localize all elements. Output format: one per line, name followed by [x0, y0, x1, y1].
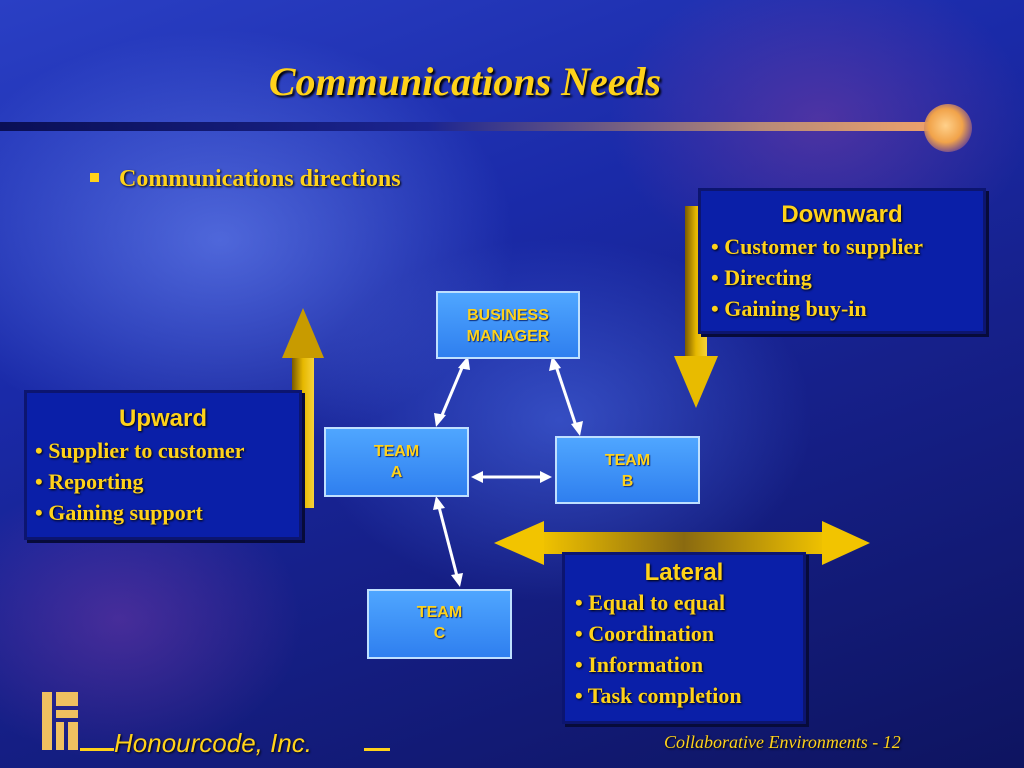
- node-label: TEAM: [416, 604, 463, 621]
- team-b-node: TEAM B: [555, 436, 700, 504]
- downward-item: • Directing: [711, 265, 812, 290]
- business-manager-node: BUSINESS MANAGER: [436, 291, 580, 359]
- upward-panel: Upward • Supplier to customer • Reportin…: [24, 390, 302, 540]
- slide-title: Communications Needs: [268, 59, 662, 104]
- lateral-panel: Lateral • Equal to equal • Coordination …: [562, 552, 806, 724]
- downward-panel: Downward • Customer to supplier • Direct…: [698, 188, 986, 334]
- lateral-arrow-icon: [494, 521, 870, 565]
- node-connectors: [433, 356, 583, 587]
- slide-footer-label: Collaborative Environments - 12: [664, 732, 901, 752]
- upward-item: • Supplier to customer: [35, 438, 245, 463]
- downward-item: • Gaining buy-in: [711, 296, 867, 321]
- node-label: MANAGER: [466, 328, 550, 345]
- company-name: Honourcode, Inc.: [114, 728, 313, 758]
- team-c-node: TEAM C: [367, 589, 512, 659]
- bullet-item: Communications directions: [90, 166, 401, 193]
- team-a-node: TEAM A: [324, 427, 469, 497]
- node-label: A: [390, 464, 403, 481]
- node-label: BUSINESS: [467, 307, 549, 324]
- upward-item: • Reporting: [35, 469, 144, 494]
- lateral-heading: Lateral: [644, 559, 724, 586]
- node-label: TEAM: [604, 452, 651, 469]
- node-label: C: [433, 625, 446, 642]
- footer-underline-right: [364, 748, 390, 751]
- downward-item: • Customer to supplier: [711, 234, 924, 259]
- connector-team-a-team-c: [436, 502, 460, 581]
- footer-underline-left: [80, 748, 114, 751]
- square-bullet-icon: [90, 173, 99, 182]
- lateral-item: • Information: [575, 652, 704, 677]
- title-divider: [0, 122, 950, 131]
- lateral-item: • Task completion: [575, 683, 742, 708]
- connector-manager-team-a: [438, 362, 466, 421]
- orb-decoration: [924, 104, 972, 152]
- company-logo-icon: [42, 692, 78, 750]
- lateral-item: • Coordination: [575, 621, 715, 646]
- upward-item: • Gaining support: [35, 500, 203, 525]
- downward-heading: Downward: [781, 201, 903, 228]
- connector-manager-team-b: [553, 362, 579, 430]
- node-label: B: [621, 473, 634, 490]
- node-label: TEAM: [373, 443, 420, 460]
- bullet-text: Communications directions: [119, 166, 401, 192]
- lateral-item: • Equal to equal: [575, 590, 726, 615]
- upward-heading: Upward: [118, 405, 207, 432]
